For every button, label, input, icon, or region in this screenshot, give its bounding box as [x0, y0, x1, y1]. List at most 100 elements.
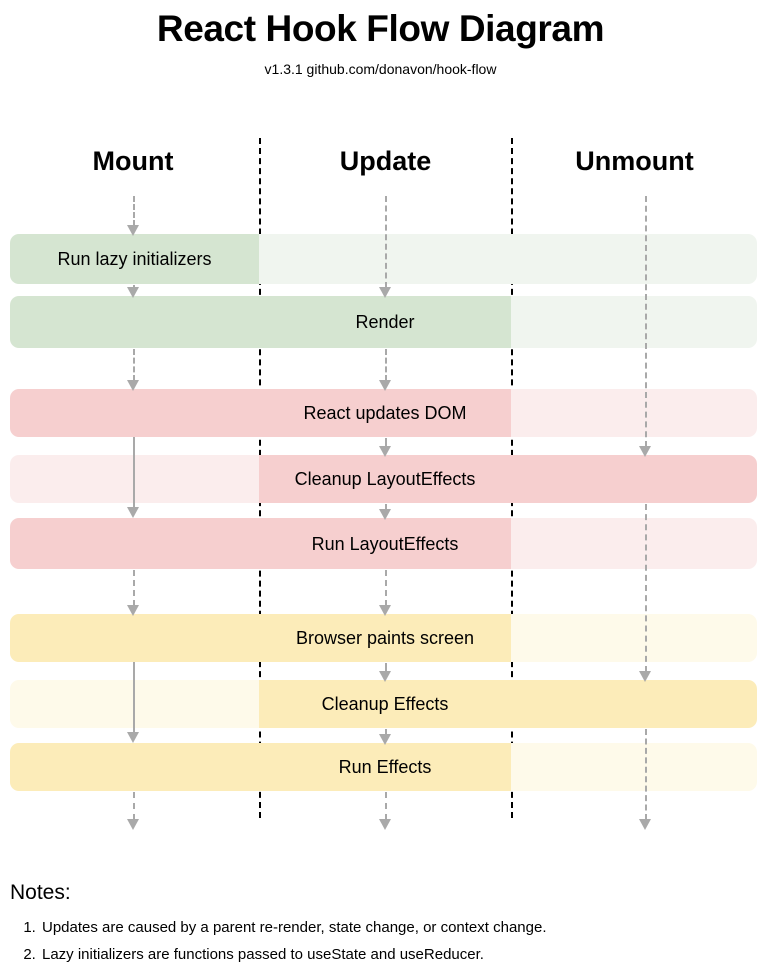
phase-cell-unmount — [511, 296, 757, 348]
phase-row: Run Effects — [10, 743, 757, 791]
arrow-head-icon — [379, 671, 391, 682]
phase-row: Render — [10, 296, 757, 348]
phase-cell-unmount — [511, 680, 757, 728]
arrow-head-icon — [379, 446, 391, 457]
arrow-head-icon — [379, 734, 391, 745]
arrow-update-5-6 — [379, 663, 392, 682]
diagram-stage: Mount Update Unmount Run lazy initialize… — [10, 138, 757, 830]
arrow-shaft — [645, 729, 647, 820]
phase-cell-update — [259, 680, 511, 728]
phase-row-label: Browser paints screen — [295, 628, 475, 648]
column-header-update: Update — [339, 146, 432, 176]
phase-row: React updates DOM — [10, 389, 757, 437]
arrow-shaft — [645, 504, 647, 672]
arrow-shaft — [385, 792, 387, 820]
arrow-update-2-3 — [379, 438, 392, 457]
arrow-shaft — [385, 196, 387, 288]
phase-cell-mount — [10, 234, 259, 284]
phase-row-label: Cleanup Effects — [321, 694, 449, 714]
arrow-mount-0-1 — [127, 285, 140, 298]
arrow-head-icon — [379, 509, 391, 520]
arrow-update-3-4 — [379, 504, 392, 520]
arrow-shaft — [133, 437, 135, 508]
phase-cell-update — [259, 389, 511, 437]
phase-row: Cleanup LayoutEffects — [10, 455, 757, 503]
arrow-head-icon — [127, 819, 139, 830]
arrow-head-icon — [379, 380, 391, 391]
column-header-mount: Mount — [92, 146, 174, 176]
phase-cell-update — [259, 455, 511, 503]
phase-row-label: Run lazy initializers — [57, 249, 212, 269]
arrow-unmount-exit — [639, 729, 652, 830]
arrow-mount-5-7-solid — [127, 662, 140, 743]
arrow-head-icon — [379, 287, 391, 298]
arrow-shaft — [645, 196, 647, 447]
phase-cell-update — [259, 614, 511, 662]
arrow-mount-enter — [127, 196, 140, 236]
arrow-shaft — [133, 349, 135, 381]
arrow-head-icon — [379, 819, 391, 830]
arrow-shaft — [385, 438, 387, 447]
arrow-shaft — [133, 196, 135, 226]
arrow-mount-2-4-solid — [127, 437, 140, 518]
phase-row-label: Run LayoutEffects — [311, 533, 459, 554]
phase-cell-mount — [10, 518, 259, 569]
phase-cell-mount — [10, 389, 259, 437]
note-item: Lazy initializers are functions passed t… — [40, 941, 751, 968]
phase-cell-unmount — [511, 455, 757, 503]
phase-cell-unmount — [511, 234, 757, 284]
arrow-head-icon — [639, 819, 651, 830]
phase-row-label: Cleanup LayoutEffects — [294, 469, 476, 489]
arrow-shaft — [385, 663, 387, 672]
arrow-head-icon — [639, 446, 651, 457]
phase-cell-mount — [10, 743, 259, 791]
arrow-update-6-7 — [379, 729, 392, 745]
arrow-unmount-3-6 — [639, 504, 652, 682]
arrow-head-icon — [127, 380, 139, 391]
phase-cell-mount — [10, 614, 259, 662]
arrow-shaft — [133, 792, 135, 820]
phase-row: Run LayoutEffects — [10, 518, 757, 569]
arrow-head-icon — [127, 287, 139, 298]
arrow-head-icon — [127, 225, 139, 236]
phase-row-label: Render — [355, 312, 415, 332]
column-header-unmount: Unmount — [575, 146, 694, 176]
phase-cell-update — [259, 518, 511, 569]
arrow-update-4-5 — [379, 570, 392, 616]
page-subtitle: v1.3.1 github.com/donavon/hook-flow — [264, 61, 497, 77]
phase-cell-mount — [10, 296, 259, 348]
arrow-shaft — [133, 662, 135, 733]
notes-list: Updates are caused by a parent re-render… — [10, 914, 751, 968]
arrow-shaft — [385, 504, 387, 510]
phase-row: Cleanup Effects — [10, 680, 757, 728]
phase-row-label: React updates DOM — [303, 403, 467, 423]
arrow-head-icon — [127, 507, 139, 518]
arrow-update-exit — [379, 792, 392, 830]
arrow-shaft — [385, 570, 387, 606]
arrow-update-1-2 — [379, 349, 392, 391]
phase-row-label: Run Effects — [338, 757, 432, 777]
phase-row: Browser paints screen — [10, 614, 757, 662]
arrow-shaft — [133, 285, 135, 288]
phase-cell-unmount — [511, 743, 757, 791]
phase-cell-unmount — [511, 614, 757, 662]
phase-cell-update — [259, 296, 511, 348]
arrow-head-icon — [127, 605, 139, 616]
phase-cell-unmount — [511, 518, 757, 569]
note-item: Updates are caused by a parent re-render… — [40, 914, 751, 941]
arrow-shaft — [385, 729, 387, 735]
arrow-mount-exit — [127, 792, 140, 830]
arrow-head-icon — [127, 732, 139, 743]
arrow-mount-1-2 — [127, 349, 140, 391]
arrow-shaft — [133, 570, 135, 606]
arrow-shaft — [385, 349, 387, 381]
phase-cell-unmount — [511, 389, 757, 437]
diagram-header: React Hook Flow Diagram v1.3.1 github.co… — [0, 0, 761, 78]
notes-section: Notes: Updates are caused by a parent re… — [10, 880, 751, 968]
page-title: React Hook Flow Diagram — [156, 8, 605, 49]
phase-cell-update — [259, 743, 511, 791]
arrow-unmount-enter — [639, 196, 652, 457]
notes-title: Notes: — [10, 881, 71, 904]
arrow-head-icon — [639, 671, 651, 682]
arrow-mount-4-5 — [127, 570, 140, 616]
